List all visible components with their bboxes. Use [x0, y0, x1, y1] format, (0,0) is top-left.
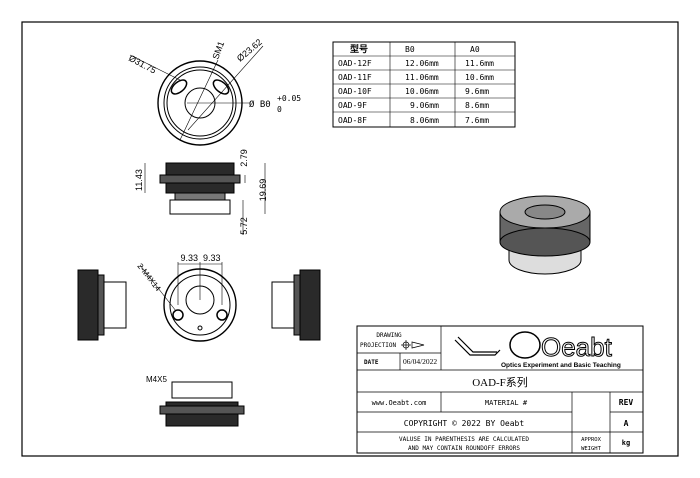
table-cell: 9.06mm — [410, 101, 439, 110]
website: www.Oeabt.com — [372, 399, 427, 407]
weight-label-2: WEIGHT — [581, 446, 602, 452]
material-label: MATERIAL # — [485, 399, 528, 407]
table-header-b0: B0 — [405, 45, 415, 54]
dim-bore: Ø B0 — [249, 99, 271, 110]
dim-spacing-left: 9.33 — [180, 253, 198, 263]
projection-symbol-icon — [401, 340, 425, 350]
table-cell: 11.6mm — [465, 59, 494, 68]
left-view — [77, 269, 127, 341]
title-block: DRAWING PROJECTION DATE 06/04/2022 Oeabt… — [356, 325, 644, 454]
spec-table: 型号 B0 A0 OAD-12F 12.06mm 11.6mm OAD-11F … — [332, 41, 516, 128]
right-view — [271, 269, 321, 341]
detail-view: M4X5 — [146, 375, 245, 427]
note-line-1: VALUSE IN PARENTHESIS ARE CALCULATED — [399, 436, 529, 443]
table-cell: 9.6mm — [465, 87, 489, 96]
dim-screw: M4X5 — [146, 375, 167, 384]
table-cell: 11.06mm — [405, 73, 439, 82]
table-cell: 7.6mm — [465, 116, 489, 125]
drawing-title: OAD-F系列 — [472, 375, 528, 389]
table-cell: OAD-12F — [338, 59, 372, 68]
weight-unit: kg — [622, 439, 630, 447]
table-cell: OAD-8F — [338, 116, 367, 125]
dim-tol-lower: 0 — [277, 105, 282, 114]
dim-hole-spec: 2-M4X14 — [135, 262, 162, 294]
top-view: Ø31.75 SM1 Ø23.62 Ø B0 +0.05 0 — [127, 37, 301, 146]
date-label: DATE — [364, 359, 379, 366]
oeabt-logo: Oeabt Optics Experiment and Basic Teachi… — [454, 331, 621, 369]
weight-label-1: APPROX — [581, 437, 602, 443]
rev-label: REV — [619, 398, 634, 407]
dim-body-height: 11.43 — [134, 169, 144, 191]
table-header-model: 型号 — [350, 43, 368, 55]
date-value: 06/04/2022 — [403, 357, 437, 366]
table-cell: 12.06mm — [405, 59, 439, 68]
note-line-2: AND MAY CONTAIN ROUNDOFF ERRORS — [408, 445, 520, 452]
logo-wordmark: Oeabt — [541, 332, 613, 362]
table-cell: 8.06mm — [410, 116, 439, 125]
copyright: COPYRIGHT © 2022 BY Oeabt — [404, 419, 525, 428]
sheet-border — [21, 21, 679, 457]
table-cell: OAD-10F — [338, 87, 372, 96]
dim-total-height: 19.69 — [258, 179, 268, 202]
dim-outer-diameter: Ø31.75 — [127, 53, 158, 76]
table-cell: OAD-9F — [338, 101, 367, 110]
dim-flange-height: 2.79 — [239, 149, 249, 167]
dim-spacing-right: 9.33 — [203, 253, 221, 263]
dim-tol-upper: +0.05 — [277, 94, 301, 103]
rev-value: A — [624, 419, 629, 428]
drawing-label: DRAWING — [376, 332, 402, 339]
table-cell: 8.6mm — [465, 101, 489, 110]
isometric-view — [499, 195, 591, 275]
logo-tagline: Optics Experiment and Basic Teaching — [501, 362, 621, 369]
dim-base-height: 5.72 — [239, 217, 249, 235]
table-cell: OAD-11F — [338, 73, 372, 82]
side-view: 11.43 2.79 19.69 5.72 — [134, 149, 268, 235]
dim-thread: SM1 — [210, 40, 226, 61]
projection-label: PROJECTION — [360, 342, 397, 349]
bottom-view: 9.33 9.33 2-M4X14 — [135, 253, 237, 342]
table-cell: 10.06mm — [405, 87, 439, 96]
table-cell: 10.6mm — [465, 73, 494, 82]
table-header-a0: A0 — [470, 45, 480, 54]
